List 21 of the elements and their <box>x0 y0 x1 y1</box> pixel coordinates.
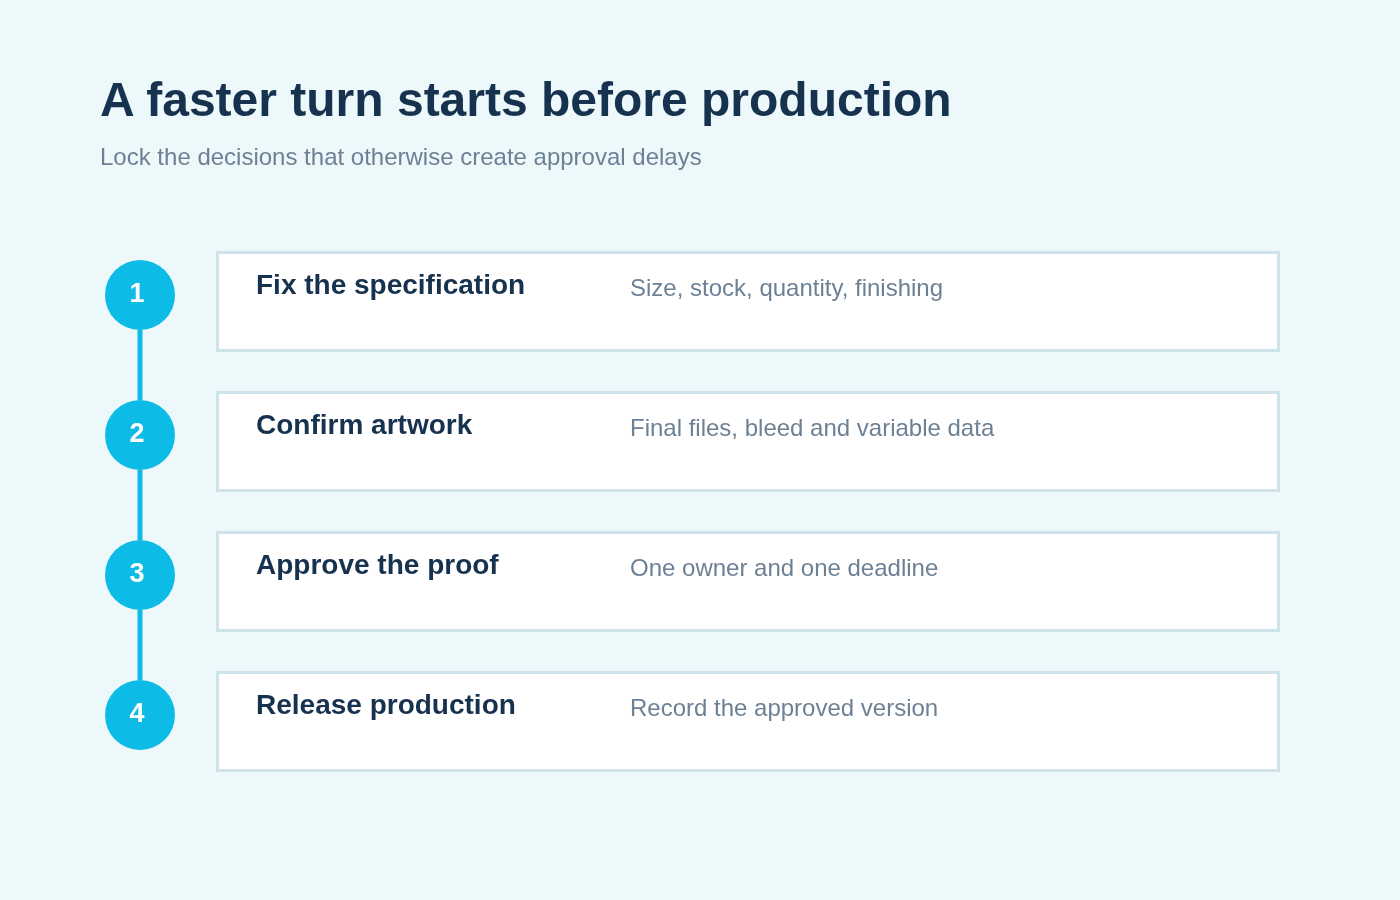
step-description: One owner and one deadline <box>630 553 939 583</box>
step-number: 2 <box>129 417 145 449</box>
connector-line <box>137 610 143 680</box>
step-card <box>216 251 1280 352</box>
subtitle: Lock the decisions that otherwise create approval delays <box>100 142 702 172</box>
step-number: 1 <box>129 277 145 309</box>
step-number: 4 <box>129 697 145 729</box>
step-heading: Confirm artwork <box>256 408 473 442</box>
step-description: Final files, bleed and variable data <box>630 413 995 443</box>
diagram-title: A faster turn starts before production <box>100 72 952 127</box>
step-heading: Release production <box>256 688 516 722</box>
connector-line <box>137 470 143 540</box>
step-card <box>216 391 1280 492</box>
step-card <box>216 671 1280 772</box>
step-description: Size, stock, quantity, finishing <box>630 273 944 303</box>
step-heading: Fix the specification <box>256 268 526 302</box>
step-heading: Approve the proof <box>256 548 499 582</box>
step-description: Record the approved version <box>630 693 939 723</box>
connector-line <box>137 330 143 400</box>
step-card <box>216 531 1280 632</box>
step-number: 3 <box>129 557 145 589</box>
